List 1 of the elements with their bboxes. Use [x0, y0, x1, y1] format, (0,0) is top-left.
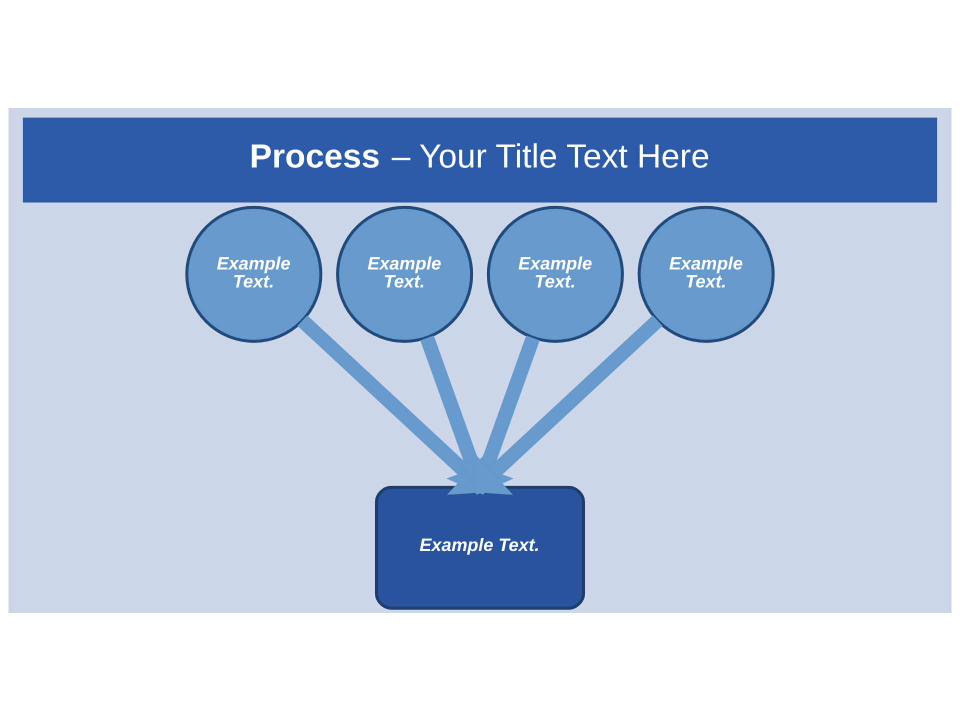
- diagram-title: Process – Your Title Text Here: [250, 138, 710, 176]
